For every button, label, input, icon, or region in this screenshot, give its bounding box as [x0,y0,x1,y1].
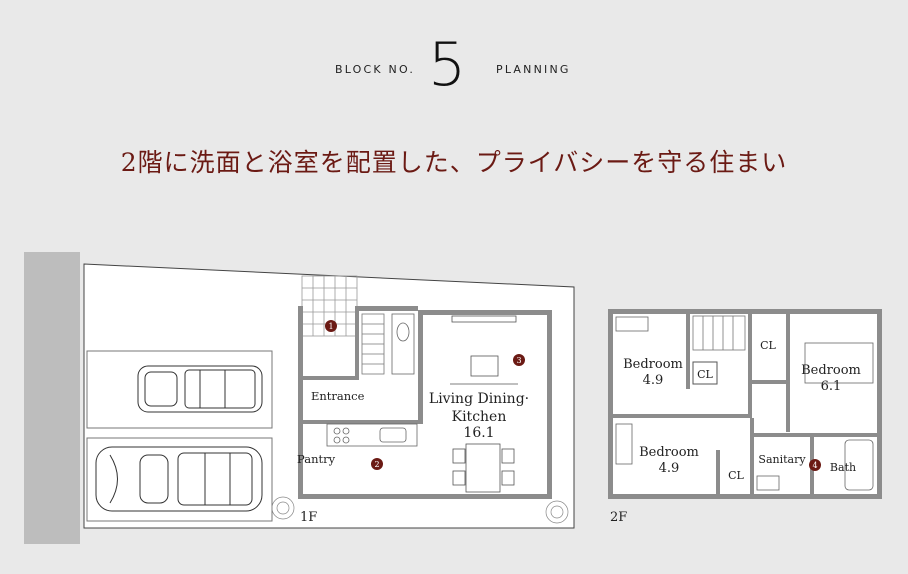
room-label-ldk-line1: Living Dining· [429,391,529,407]
closet-a-box [692,361,718,385]
block-number: 5 [428,30,467,100]
dining-table [452,443,515,493]
walls-1f [298,306,552,499]
car-icon [95,446,263,512]
parking-space-top [86,350,273,429]
room-label-bath: Bath [830,461,856,474]
room-label-ldk-line2: Kitchen [452,409,507,425]
stairs-1f [361,313,385,375]
closet-label-b: CL [760,339,776,352]
room-label-entrance: Entrance [311,389,365,403]
planning-label: PLANNING [496,63,571,76]
desk-icon [615,316,649,332]
room-size-bedroom-a: 4.9 [643,373,664,388]
car-icon [137,365,263,413]
svg-text:4: 4 [812,461,817,470]
parking-space-bottom [86,437,273,522]
room-label-sanitary: Sanitary [758,453,806,466]
marker-3: 3 [513,354,525,366]
closet-label-c: CL [728,469,744,482]
room-label-bedroom-a: Bedroom [623,357,683,372]
neighbor-block [24,252,80,544]
room-label-bedroom-b: Bedroom [801,363,861,378]
desk-icon [615,423,633,465]
room-label-pantry: Pantry [297,452,336,466]
toilet-icon [391,313,415,375]
headline: 2階に洗面と浴室を配置した、プライバシーを守る住まい [120,148,788,177]
svg-text:1: 1 [328,322,333,331]
floor-label-2f: 2F [610,510,627,525]
living-furniture [450,315,518,385]
walls-2f [608,309,882,499]
room-label-bedroom-c: Bedroom [639,445,699,460]
header: BLOCK NO. 5 PLANNING [0,30,908,100]
room-size-bedroom-c: 4.9 [659,461,680,476]
closet-label-a: CL [697,368,713,381]
marker-1: 1 [325,320,337,332]
washbasin-icon [756,475,780,491]
block-label: BLOCK NO. [335,63,416,76]
marker-2: 2 [371,458,383,470]
bathtub-icon [844,439,874,491]
bed-icon [804,342,874,384]
floor-label-1f: 1F [300,510,317,525]
room-size-ldk: 16.1 [463,425,494,441]
svg-text:3: 3 [516,356,521,365]
svg-text:2: 2 [374,460,379,469]
kitchen-counter [326,423,418,447]
room-size-bedroom-b: 6.1 [821,379,842,394]
stairs-2f [692,315,746,351]
marker-4: 4 [809,459,821,471]
tree-icon [271,496,569,524]
